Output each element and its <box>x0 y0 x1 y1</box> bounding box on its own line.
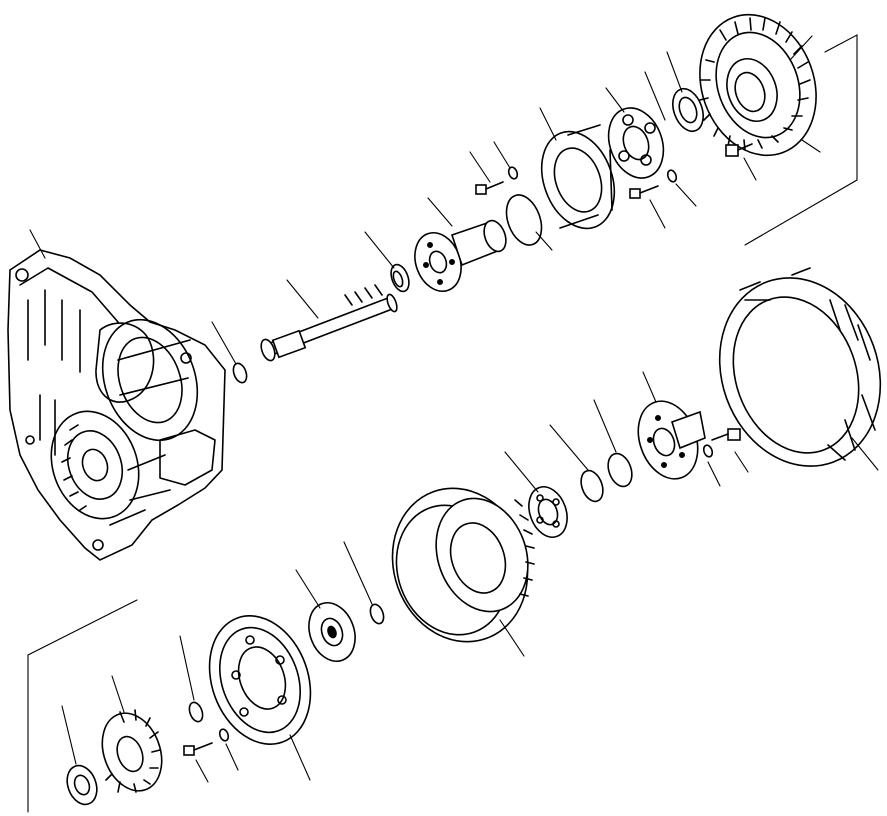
callout-small-bolt-upper-left <box>469 151 491 183</box>
callout-spindle-flange <box>642 371 657 403</box>
callout-ring-gear-upper <box>801 139 821 153</box>
callout-small-washer-lower <box>225 743 239 771</box>
callout-small-bolt-upper-mid <box>649 199 666 229</box>
small-bolt-upper-left <box>475 181 504 195</box>
callout-spacer-inner <box>549 424 589 471</box>
small-washer-mid <box>666 169 678 183</box>
spindle-flange <box>637 400 706 480</box>
small-bolt-lower <box>183 742 213 756</box>
callout-thrust-ring <box>644 71 666 121</box>
callout-input-shaft <box>286 279 319 319</box>
large-ring-gear-upper <box>699 13 817 157</box>
carrier-snap-ring <box>188 701 204 723</box>
callout-small-washer-mid <box>675 183 697 207</box>
callout-mounting-bolt-upper <box>743 157 757 181</box>
callout-spacer-outer <box>593 399 617 453</box>
callout-carrier-snap-ring <box>179 635 195 701</box>
output-flange-coupling <box>414 219 507 292</box>
callout-hub-washer <box>707 461 721 487</box>
callout-thrust-washer <box>61 705 77 765</box>
planet-thrust-washer <box>66 764 98 806</box>
callout-leader-lines <box>29 35 879 783</box>
upper-bearing-cup <box>540 124 616 230</box>
upper-group-bracket <box>744 34 858 246</box>
callout-retaining-ring <box>343 541 373 605</box>
hub-housing-large <box>718 267 882 467</box>
callout-upper-bearing-cup <box>539 107 557 141</box>
callout-o-ring <box>535 231 553 251</box>
shaft-bearing-sleeve <box>390 263 410 293</box>
gear-case-housing <box>7 249 226 561</box>
callout-thrust-ring-2 <box>666 51 683 93</box>
shaft-snap-ring <box>232 362 248 384</box>
hub-washer <box>702 444 714 458</box>
input-shaft <box>260 284 398 362</box>
spacer-ring-outer <box>607 452 633 488</box>
callout-hub-bearing <box>504 451 539 493</box>
o-ring-seal <box>505 194 543 246</box>
callout-small-bolt-lower <box>195 759 209 783</box>
callout-small-washer-upper <box>493 141 511 169</box>
spacer-ring-inner <box>580 469 604 503</box>
callout-ring-gear-top <box>789 35 813 61</box>
callout-shaft-snap-ring <box>211 321 237 365</box>
small-bolt-upper-mid <box>629 185 659 199</box>
callout-output-flange <box>427 197 453 227</box>
planet-gear <box>101 709 163 793</box>
callout-planet-gear <box>111 675 125 713</box>
lower-group-bracket <box>27 599 138 813</box>
callout-wheel-hub <box>499 619 525 657</box>
wheel-hub-drum <box>391 487 535 643</box>
callout-sun-gear <box>295 569 321 609</box>
callout-gear-case <box>29 229 46 259</box>
planet-carrier-housing <box>208 615 312 745</box>
callout-hub-bolt <box>734 451 749 473</box>
hub-bearing <box>528 486 568 538</box>
retaining-snap-ring <box>369 603 385 625</box>
callout-carrier-plate <box>605 87 625 113</box>
mounting-bolt-upper <box>725 143 753 157</box>
callout-bearing-sleeve <box>364 231 395 269</box>
bearing-carrier-plate <box>607 107 665 179</box>
callout-hub-housing <box>851 437 879 471</box>
callout-planet-carrier <box>289 734 311 781</box>
small-washer-upper <box>507 166 519 180</box>
hub-mounting-bolt <box>711 428 741 441</box>
sun-gear-carrier <box>308 602 356 662</box>
small-washer-lower <box>218 728 230 742</box>
